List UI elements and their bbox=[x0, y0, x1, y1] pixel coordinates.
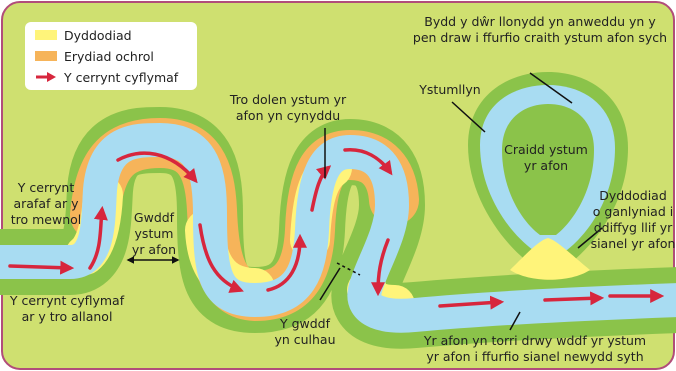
legend-deposition-label: Dyddodiad bbox=[64, 27, 132, 43]
oxbow-label: Ystumllyn bbox=[419, 82, 481, 97]
erosion-swatch bbox=[35, 51, 57, 61]
neck-narrow-mark bbox=[336, 262, 361, 276]
deposition-swatch bbox=[35, 30, 57, 40]
river-water bbox=[0, 123, 676, 333]
current-arrow bbox=[116, 151, 198, 184]
current-arrow bbox=[8, 260, 75, 275]
leader-line bbox=[509, 311, 521, 331]
pointer-lines bbox=[126, 72, 603, 331]
deposition-result-label: Dyddodiad o ganlyniad i ddiffyg llif yr … bbox=[590, 188, 676, 251]
current-arrow bbox=[88, 205, 108, 270]
current-arrow bbox=[371, 238, 390, 297]
legend-current: Y cerrynt cyflymaf bbox=[35, 69, 178, 85]
water-evaporates-label: Bydd y dŵr llonydd yn anweddu yn y pen d… bbox=[412, 14, 668, 45]
leader-line bbox=[451, 101, 486, 133]
current-arrow bbox=[266, 233, 307, 292]
fast-current-label: Y cerrynt cyflymaf ar y tro allanol bbox=[9, 293, 125, 324]
legend-deposition: Dyddodiad bbox=[35, 27, 132, 43]
legend-erosion: Erydiad ochrol bbox=[35, 48, 154, 64]
red-arrow-icon bbox=[35, 71, 57, 83]
oxbow-deposition bbox=[510, 238, 590, 280]
legend-current-label: Y cerrynt cyflymaf bbox=[64, 69, 179, 85]
neck-label: Gwddf ystum yr afon bbox=[131, 210, 177, 257]
oxbow-lake bbox=[468, 72, 628, 280]
legend-erosion-label: Erydiad ochrol bbox=[64, 48, 154, 64]
new-channel-label: Yr afon yn torri drwy wddf yr ystum yr a… bbox=[423, 333, 647, 364]
oxbow-core-label: Craidd ystum yr afon bbox=[504, 142, 588, 173]
leader-line bbox=[577, 227, 603, 249]
current-arrow bbox=[543, 291, 605, 306]
loop-grows-label: Tro dolen ystum yr afon yn cynyddu bbox=[229, 92, 347, 123]
current-arrows bbox=[8, 148, 665, 310]
current-arrow bbox=[438, 295, 505, 310]
oxbow-core bbox=[502, 104, 594, 235]
current-arrow bbox=[310, 165, 332, 212]
current-arrow bbox=[343, 148, 393, 176]
leader-line bbox=[529, 72, 573, 104]
leader-line bbox=[319, 267, 341, 301]
legend: Dyddodiad Erydiad ochrol Y cerrynt cyfly… bbox=[25, 22, 197, 90]
slow-current-label: Y cerrynt arafaf ar y tro mewnol bbox=[10, 180, 82, 227]
current-arrow bbox=[198, 223, 244, 293]
neck-narrows-label: Y gwddf yn culhau bbox=[274, 316, 336, 347]
